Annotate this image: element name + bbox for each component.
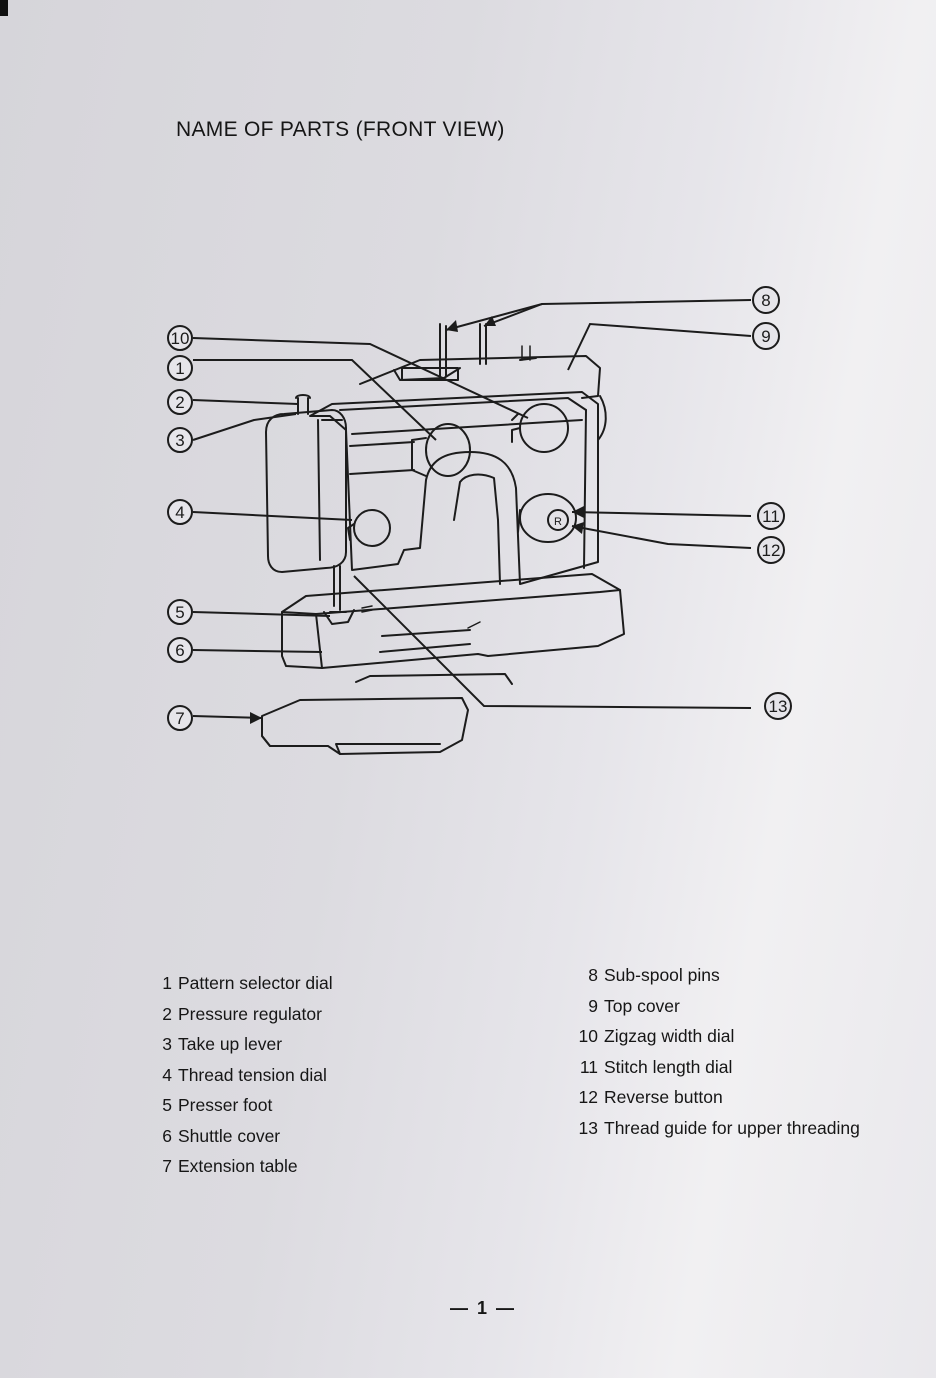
front-head-shape — [265, 409, 347, 573]
sewing-machine-diagram: R — [167, 286, 792, 755]
callout-2: 2 — [175, 393, 184, 412]
extension-table-shape — [261, 697, 469, 755]
callout-3: 3 — [175, 431, 184, 450]
callout-12: 12 — [762, 541, 781, 560]
pattern-selector-shape — [425, 423, 471, 477]
callout-7: 7 — [175, 709, 184, 728]
callout-9: 9 — [761, 327, 770, 346]
callout-13: 13 — [769, 697, 788, 716]
callout-5: 5 — [175, 603, 184, 622]
callout-6: 6 — [175, 641, 184, 660]
callout-4: 4 — [175, 503, 184, 522]
callout-10: 10 — [171, 329, 190, 348]
callout-1: 1 — [175, 359, 184, 378]
callout-8: 8 — [761, 291, 770, 310]
page-number: — 1 — — [450, 1298, 517, 1318]
callout-11: 11 — [762, 507, 780, 526]
top-cover-shape — [359, 355, 601, 399]
page-title: NAME OF PARTS (FRONT VIEW) — [176, 118, 505, 141]
scan-corner-mark — [0, 0, 8, 16]
reverse-button-letter: R — [554, 516, 562, 528]
